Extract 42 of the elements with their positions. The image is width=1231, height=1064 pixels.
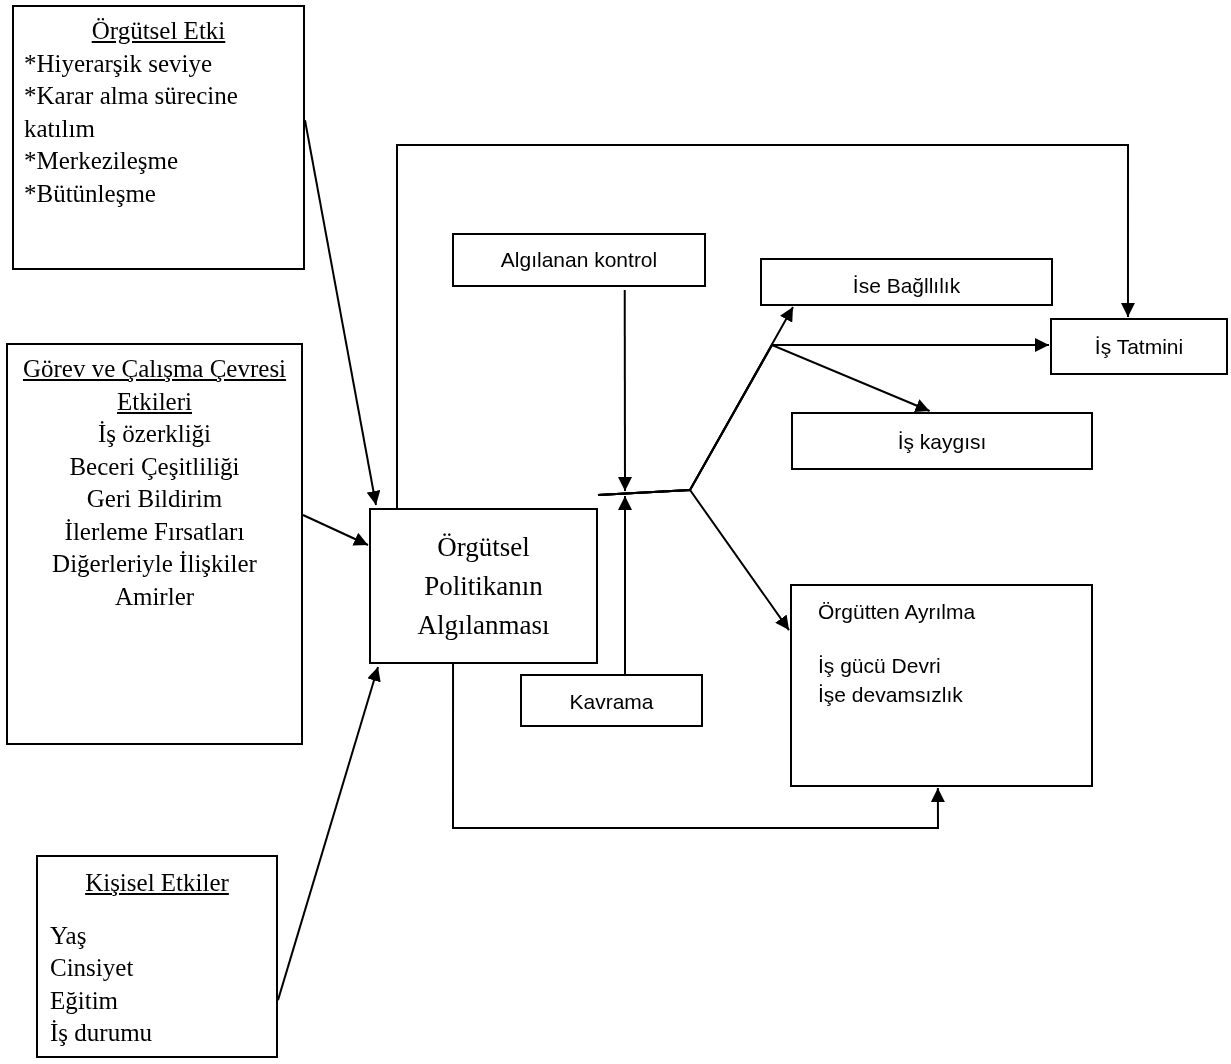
- list-item: Diğerleriyle İlişkiler: [51, 549, 258, 579]
- factor-box: [6, 343, 303, 745]
- moderator-box: [452, 233, 706, 287]
- list-item: İşe devamsızlık: [818, 681, 964, 708]
- list-item: İş durumu: [50, 1018, 154, 1048]
- box-label: Örgütsel Politikanın Algılanması: [416, 531, 551, 643]
- list-item: Eğitim: [50, 985, 120, 1016]
- outcome-box: [791, 412, 1093, 470]
- list-item: *Hiyerarşik seviye: [24, 48, 214, 79]
- box-heading: Kişisel Etkiler: [84, 868, 230, 898]
- arrow: [452, 663, 945, 829]
- list-item: Yaş: [50, 920, 88, 951]
- outcome-box: [790, 584, 1093, 787]
- box-heading: Görev ve Çalışma Çevresi Etkileri: [21, 354, 288, 417]
- box-label: İse Bağllılık: [851, 273, 962, 299]
- factor-box: [12, 5, 305, 270]
- box-heading: Örgütsel Etki: [90, 16, 227, 46]
- factor-box: [36, 855, 278, 1058]
- box-heading: Örgütten Ayrılma: [818, 599, 977, 625]
- list-item: *Karar alma sürecine katılım: [24, 81, 239, 144]
- list-item: Beceri Çeşitliliği: [68, 451, 241, 482]
- list-item: Amirler: [113, 581, 196, 612]
- outcome-box: [760, 258, 1053, 306]
- list-item: *Bütünleşme: [24, 178, 157, 209]
- arrow: [302, 514, 369, 546]
- outcome-box: [1050, 318, 1228, 375]
- list-item: *Merkezileşme: [24, 146, 180, 176]
- list-item: Cinsiyet: [50, 953, 135, 983]
- box-label: Kavrama: [568, 689, 655, 715]
- list-item: İş gücü Devri: [818, 653, 942, 680]
- moderator-box: [520, 674, 703, 727]
- list-item: Geri Bildirim: [85, 484, 224, 514]
- central-box: [369, 508, 598, 664]
- box-label: İş kaygısı: [896, 429, 988, 455]
- list-item: İş özerkliği: [96, 419, 213, 449]
- arrow: [618, 289, 632, 492]
- arrow: [618, 495, 632, 675]
- arrow: [597, 488, 790, 632]
- box-label: İş Tatmini: [1093, 334, 1185, 360]
- arrow: [396, 144, 1135, 509]
- box-label: Algılanan kontrol: [499, 247, 659, 273]
- list-item: İlerleme Fırsatları: [63, 516, 246, 547]
